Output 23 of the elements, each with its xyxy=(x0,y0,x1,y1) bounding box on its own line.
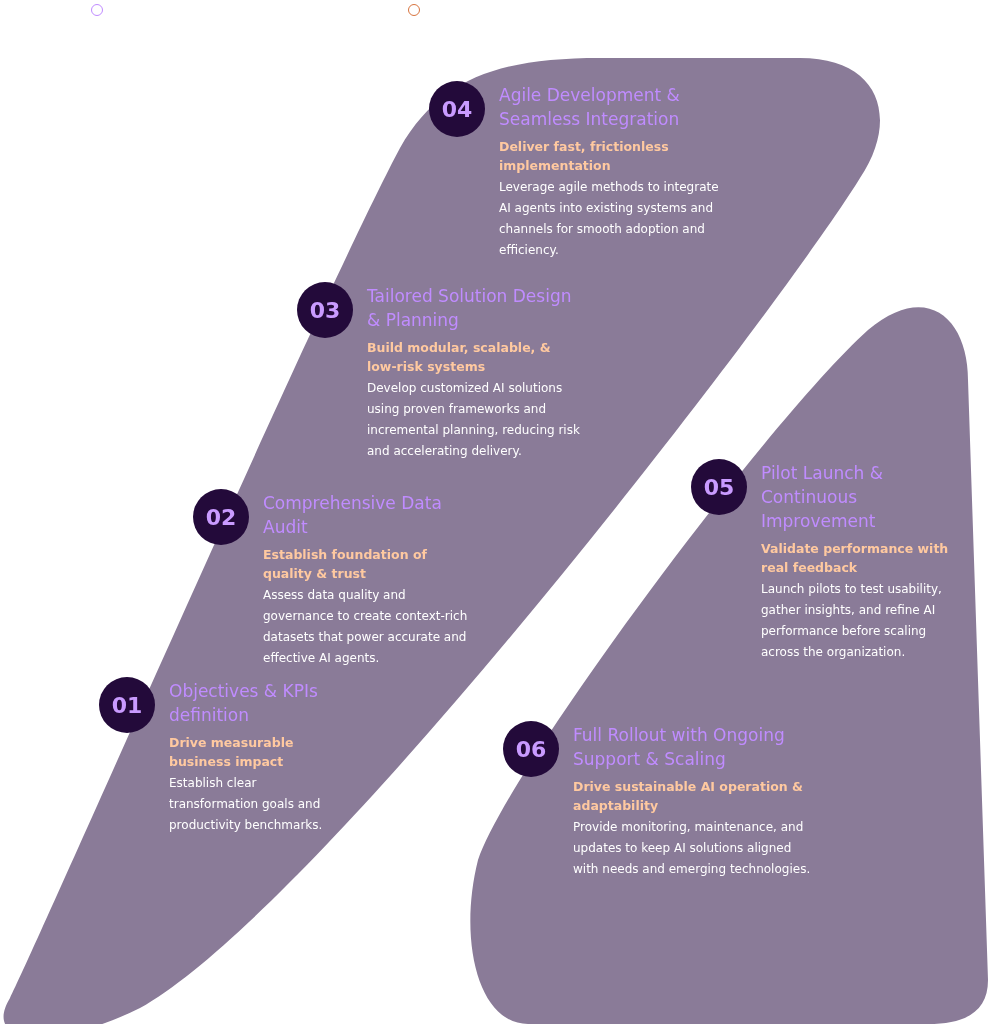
step-title: Pilot Launch & Continuous Improvement xyxy=(761,462,884,533)
step-description: Develop customized AI solutions using proven frameworks and incremental planning, reducing risk and accelerating delivery. xyxy=(367,380,581,460)
step-subtitle: Establish foundation of quality & trust xyxy=(263,546,428,583)
step-number: 02 xyxy=(193,489,249,545)
step-subtitle: Build modular, scalable, & low-risk systems xyxy=(367,339,552,376)
step-number: 05 xyxy=(691,459,747,515)
step-title: Tailored Solution Design & Planning xyxy=(367,285,573,332)
step-description: Leverage agile methods to integrate AI agents into existing systems and channels for smooth adoption and efficiency. xyxy=(499,179,719,259)
step-number: 06 xyxy=(503,721,559,777)
step-title: Objectives & KPIs definition xyxy=(169,680,319,727)
step-number: 01 xyxy=(99,677,155,733)
step-subtitle: Drive sustainable AI operation & adaptability xyxy=(573,778,804,815)
step-number: 03 xyxy=(297,282,353,338)
step-description: Provide monitoring, maintenance, and updates to keep AI solutions aligned with needs and emerging technologies. xyxy=(573,819,812,878)
step-title: Agile Development & Seamless Integration xyxy=(499,84,681,131)
step-subtitle: Validate performance with real feedback xyxy=(761,540,950,577)
step-description: Assess data quality and governance to create context-rich datasets that power accurate and effective AI agents. xyxy=(263,587,469,667)
step-description: Establish clear transformation goals and productivity benchmarks. xyxy=(169,775,324,834)
step-title: Full Rollout with Ongoing Support & Scaling xyxy=(573,724,786,771)
step-title: Comprehensive Data Audit xyxy=(263,492,443,539)
step-description: Launch pilots to test usability, gather insights, and refine AI performance before scaling across the organization. xyxy=(761,581,943,661)
step-subtitle: Deliver fast, frictionless implementation xyxy=(499,138,670,175)
step-subtitle: Drive measurable business impact xyxy=(169,734,295,771)
